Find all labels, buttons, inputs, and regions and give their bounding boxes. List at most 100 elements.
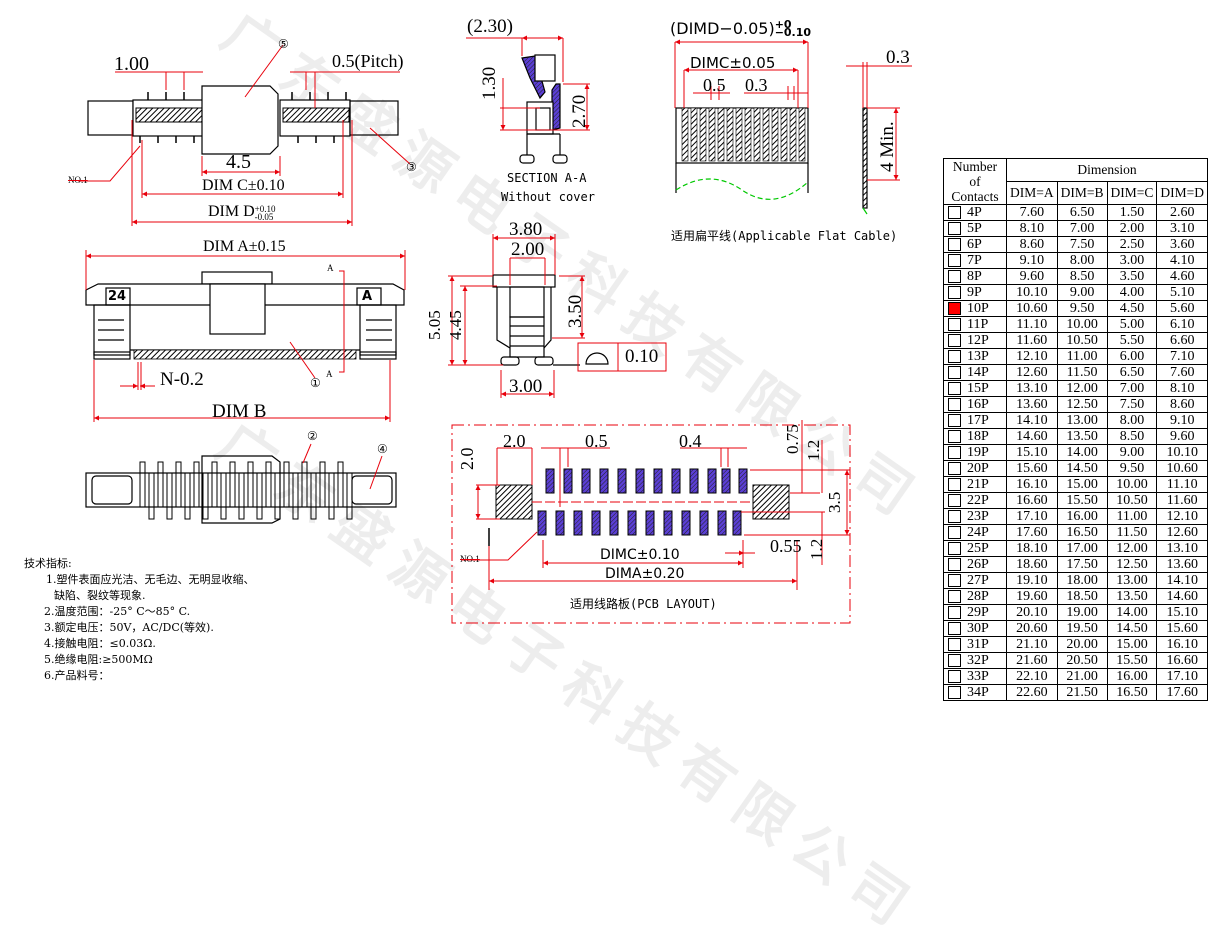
cable-tol-minus: −0.10 [774, 26, 812, 39]
dim-d-cell: 16.10 [1156, 636, 1208, 653]
dim-a-cell: 18.10 [1006, 540, 1058, 557]
checkbox[interactable] [948, 653, 961, 667]
contacts-cell: 15P [943, 380, 1007, 397]
contacts-label: 6P [967, 236, 982, 252]
checkbox[interactable] [948, 621, 961, 635]
checkbox[interactable] [948, 269, 961, 283]
checkbox[interactable] [948, 413, 961, 427]
side-view-dims [448, 234, 667, 398]
checkbox[interactable] [948, 397, 961, 411]
checkbox[interactable] [948, 477, 961, 491]
dim-a-cell: 16.60 [1006, 492, 1058, 509]
checkbox[interactable] [948, 589, 961, 603]
contacts-cell: 28P [943, 588, 1007, 605]
checkbox[interactable] [948, 221, 961, 235]
checkbox[interactable] [948, 333, 961, 347]
dim-c-label: DIM C±0.10 [202, 177, 285, 194]
dim-d-cell: 14.60 [1156, 588, 1208, 605]
checkbox[interactable] [948, 365, 961, 379]
dim-c-cell: 9.00 [1106, 444, 1158, 461]
checkbox[interactable] [948, 205, 961, 219]
dim-d-cell: 9.10 [1156, 412, 1208, 429]
col-dim-c: DIM=C [1106, 181, 1158, 205]
dim-a-cell: 14.60 [1006, 428, 1058, 445]
note-item: 缺陷、裂纹等现象. [54, 589, 146, 602]
dim-d-cell: 11.60 [1156, 492, 1208, 509]
dim-2-00-label: 2.00 [511, 239, 545, 260]
marking-24: 24 [108, 289, 127, 304]
checkbox[interactable] [948, 557, 961, 571]
note-item: 4.接触电阻：≤0.03Ω. [44, 637, 156, 650]
checkbox[interactable] [948, 573, 961, 587]
dim-b-cell: 7.50 [1056, 236, 1108, 253]
checkbox[interactable] [948, 637, 961, 651]
checkbox[interactable] [948, 445, 961, 459]
callout-3: ③ [406, 160, 417, 174]
checkbox[interactable] [948, 429, 961, 443]
dim-a-cell: 15.60 [1006, 460, 1058, 477]
dim-d-cell: 3.60 [1156, 236, 1208, 253]
dim-b-cell: 14.50 [1056, 460, 1108, 477]
dim-c-cell: 5.00 [1106, 316, 1158, 333]
top-view [87, 85, 399, 155]
dim-d-cell: 15.10 [1156, 604, 1208, 621]
checkbox[interactable] [948, 685, 961, 699]
contacts-cell: 10P [943, 300, 1007, 317]
pcb-dim-0-75: 0.75 [783, 424, 802, 454]
dim-a-cell: 21.10 [1006, 636, 1058, 653]
dim-c-cell: 15.50 [1106, 652, 1158, 669]
checkbox[interactable] [948, 461, 961, 475]
dim-b-cell: 20.50 [1056, 652, 1108, 669]
contacts-cell: 34P [943, 684, 1007, 701]
checkbox[interactable] [948, 317, 961, 331]
pcb-dim-a: DIMA±0.20 [605, 566, 685, 582]
cable-dim-0-3-label: 0.3 [745, 75, 768, 95]
note-item: 3.额定电压：50V，AC/DC(等效). [44, 621, 214, 634]
dim-d-cell: 8.10 [1156, 380, 1208, 397]
dim-2-30-label: (2.30) [467, 16, 513, 37]
checkbox[interactable] [948, 493, 961, 507]
dim-c-cell: 13.00 [1106, 572, 1158, 589]
selected-checkbox[interactable] [948, 301, 961, 315]
checkbox[interactable] [948, 605, 961, 619]
checkbox[interactable] [948, 237, 961, 251]
contacts-label: 12P [967, 332, 989, 348]
checkbox[interactable] [948, 349, 961, 363]
dim-a-cell: 22.10 [1006, 668, 1058, 685]
dim-b-cell: 13.00 [1056, 412, 1108, 429]
contacts-cell: 25P [943, 540, 1007, 557]
contacts-label: 32P [967, 652, 989, 668]
dim-c-cell: 11.50 [1106, 524, 1158, 541]
dim-c-cell: 16.50 [1106, 684, 1158, 701]
contacts-label: 20P [967, 460, 989, 476]
checkbox[interactable] [948, 253, 961, 267]
pcb-dim-2-0-h: 2.0 [503, 431, 526, 451]
contacts-label: 5P [967, 220, 982, 236]
checkbox[interactable] [948, 285, 961, 299]
dim-d-cell: 14.10 [1156, 572, 1208, 589]
cable-dim-d-text: (DIMD−0.05) [670, 19, 775, 38]
checkbox[interactable] [948, 381, 961, 395]
contacts-cell: 21P [943, 476, 1007, 493]
dim-d-cell: 12.10 [1156, 508, 1208, 525]
dim-d-cell: 6.60 [1156, 332, 1208, 349]
checkbox[interactable] [948, 669, 961, 683]
dim-a-cell: 9.10 [1006, 252, 1058, 269]
dim-b-cell: 7.00 [1056, 220, 1108, 237]
dim-3-80-label: 3.80 [509, 219, 543, 240]
contacts-cell: 19P [943, 444, 1007, 461]
checkbox[interactable] [948, 509, 961, 523]
contacts-cell: 24P [943, 524, 1007, 541]
checkbox[interactable] [948, 541, 961, 555]
pcb-pads-bottom [537, 510, 742, 536]
cable-thickness-label: 0.3 [886, 47, 910, 68]
contacts-label: 28P [967, 588, 989, 604]
dim-d-cell: 4.10 [1156, 252, 1208, 269]
checkbox[interactable] [948, 525, 961, 539]
